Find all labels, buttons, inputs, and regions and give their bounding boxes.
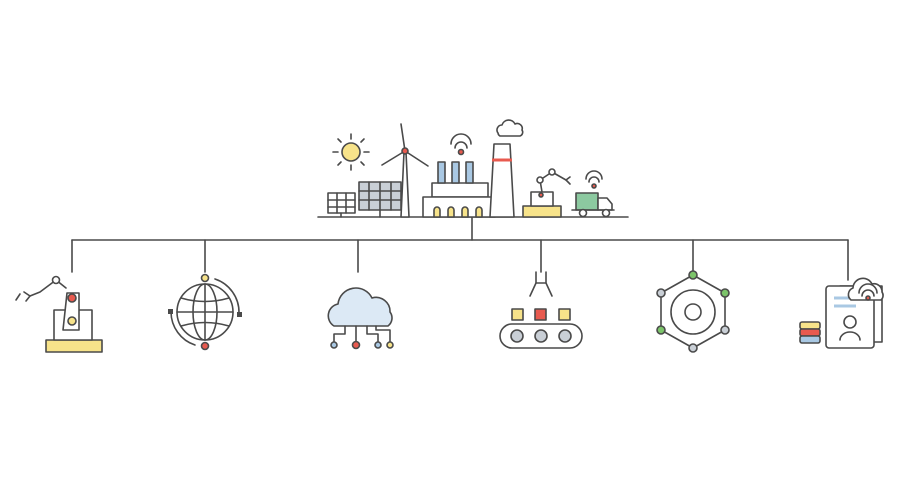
connector-tree <box>71 217 849 281</box>
robot-arm-icon <box>15 275 103 353</box>
chimney-icon <box>489 119 524 218</box>
sun-icon <box>332 133 370 171</box>
solar-panel-large-icon <box>358 181 402 218</box>
cloud-data-storage-icon <box>799 277 884 349</box>
delivery-truck-icon <box>571 170 615 218</box>
orbit-node-left-icon <box>168 309 173 314</box>
wind-turbine-icon <box>381 123 429 218</box>
orbit-node-right-icon <box>237 312 242 317</box>
conveyor-belt-icon <box>499 271 583 349</box>
hexagon-network-icon <box>656 270 730 353</box>
smart-factory-icon <box>317 119 629 218</box>
factory-building-icon <box>422 133 496 218</box>
cloud-network-icon <box>327 287 394 350</box>
industrial-robot-arm-icon <box>522 168 571 218</box>
globe-network-icon <box>168 273 242 351</box>
solar-panel-small-icon <box>327 192 356 218</box>
